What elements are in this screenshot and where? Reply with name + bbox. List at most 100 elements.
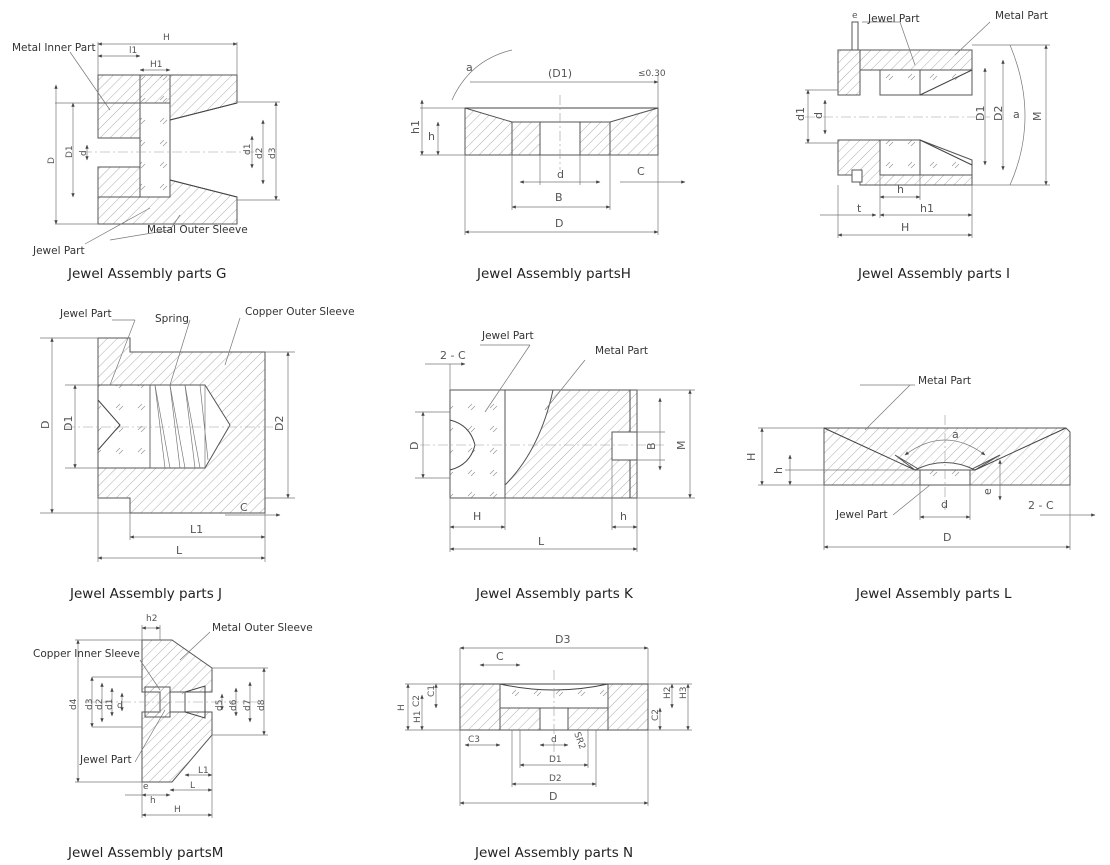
g-inner-part [97, 102, 141, 139]
h-dim-h: h [428, 130, 435, 143]
k-dim-L: L [538, 535, 545, 548]
g-callout-inner: Metal Inner Part [12, 42, 96, 54]
l-dim-D: D [943, 531, 951, 544]
g-inner-part-lower [97, 166, 141, 198]
m-callout-copper: Copper Inner Sleeve [33, 648, 140, 660]
caption-parts-n: Jewel Assembly parts N [475, 845, 634, 861]
h-metal-right [609, 107, 659, 156]
l-dim-H: H [745, 453, 758, 461]
i-metal-left-top [837, 49, 861, 96]
l-dim-a: a [952, 428, 959, 441]
n-dim-H2: H2 [663, 687, 673, 700]
m-dim-d7: d7 [243, 700, 253, 711]
m-dim-d6: d6 [229, 699, 239, 711]
i-callout-metal: Metal Part [995, 10, 1048, 22]
h-dim-D: D [555, 217, 563, 230]
g-dim-H1: H1 [150, 60, 163, 70]
g-dim-d2: d2 [255, 148, 265, 159]
j-callout-spring: Spring [155, 313, 189, 325]
n-dim-C2-right: C2 [651, 709, 661, 721]
k-dim-M: M [675, 441, 688, 451]
i-dim-d: d [812, 112, 825, 119]
l-callout-metal: Metal Part [918, 375, 971, 387]
drawing-n: D3 C C1 C2 H H1 H2 H3 C2 C3 d D1 D2 D SR… [397, 633, 692, 806]
k-dim-C: 2 - C [440, 349, 466, 362]
n-dim-D: D [549, 790, 557, 803]
i-dim-e: e [852, 11, 858, 21]
k-callout-jewel: Jewel Part [481, 330, 534, 342]
g-dim-d3: d3 [268, 148, 278, 159]
i-dim-d1: d1 [794, 107, 807, 121]
h-dim-h1: h1 [409, 120, 422, 134]
i-dim-M: M [1031, 112, 1044, 122]
h-dim-D1: (D1) [548, 67, 572, 80]
i-callout-jewel: Jewel Part [867, 13, 920, 25]
n-dim-SR2: SR2 [571, 731, 586, 751]
k-dim-D: D [408, 442, 421, 450]
k-dim-B: B [645, 442, 658, 450]
i-jewel-cone-bottom [919, 139, 973, 176]
k-jewel-part [449, 389, 506, 499]
g-callout-outer: Metal Outer Sleeve [147, 224, 248, 236]
drawing-k: Jewel Part Metal Part 2 - C D B M H h L [408, 330, 695, 552]
n-dim-C1: C1 [427, 685, 437, 697]
caption-parts-i: Jewel Assembly parts I [858, 266, 1011, 282]
m-callout-outer: Metal Outer Sleeve [212, 622, 313, 634]
l-dim-C: 2 - C [1028, 499, 1054, 512]
n-dim-C2: C2 [412, 695, 422, 707]
m-dim-d4: d4 [69, 698, 79, 710]
m-dim-L: L [190, 781, 195, 791]
j-dim-C: C [240, 501, 248, 514]
n-dim-C: C [496, 650, 504, 663]
g-callout-jewel: Jewel Part [32, 245, 85, 257]
n-dim-H3: H3 [679, 687, 689, 700]
i-dim-a: a [1013, 108, 1020, 121]
drawing-j: Jewel Part Spring Copper Outer Sleeve D … [39, 306, 355, 562]
i-dim-D2: D2 [992, 106, 1005, 121]
drawing-h: (D1) ≤0.30 a h1 h d B C D [409, 49, 686, 235]
k-callout-metal: Metal Part [595, 345, 648, 357]
m-dim-d8: d8 [257, 699, 267, 711]
m-dim-d1: d1 [105, 699, 115, 710]
i-dim-h1: h1 [920, 202, 934, 215]
h-dim-tol: ≤0.30 [638, 69, 666, 79]
n-metal-right [607, 683, 649, 731]
g-dim-l1: l1 [129, 46, 137, 56]
k-dim-H: H [473, 510, 481, 523]
j-callout-copper: Copper Outer Sleeve [245, 306, 355, 318]
k-dim-h: h [620, 510, 627, 523]
drawing-m: Copper Inner Sleeve Metal Outer Sleeve J… [33, 614, 313, 818]
h-metal-left [464, 107, 513, 156]
h-dim-a: a [466, 61, 473, 74]
caption-parts-g: Jewel Assembly parts G [68, 266, 227, 282]
drawing-l: Metal Part Jewel Part a H h d e 2 - C D [745, 375, 1096, 550]
j-callout-jewel: Jewel Part [59, 308, 112, 320]
l-dim-h: h [772, 467, 785, 474]
j-dim-D1: D1 [62, 416, 75, 431]
i-dim-D1: D1 [974, 106, 987, 121]
n-dim-H: H [397, 704, 407, 711]
g-dim-d1: d1 [243, 144, 253, 155]
drawing-i: e Jewel Part Metal Part d1 d D1 D2 a M h… [794, 10, 1050, 238]
g-dim-H: H [163, 33, 170, 43]
m-dim-d2: d2 [95, 699, 105, 710]
caption-parts-m: Jewel Assembly partsM [68, 845, 224, 861]
i-jewel-top [879, 69, 921, 96]
j-dim-L1: L1 [190, 523, 203, 536]
m-callout-jewel: Jewel Part [79, 754, 132, 766]
n-dim-H1: H1 [413, 711, 423, 724]
g-dim-D1: D1 [65, 145, 75, 158]
g-dim-d: d [79, 150, 89, 156]
j-jewel-part [97, 384, 151, 469]
j-copper-sleeve [97, 337, 266, 514]
h-dim-C: C [637, 165, 645, 178]
n-dim-d: d [551, 735, 557, 745]
i-dim-h: h [897, 183, 904, 196]
m-dim-d5: d5 [215, 700, 225, 711]
i-dim-t: t [857, 202, 862, 215]
l-callout-jewel: Jewel Part [835, 509, 888, 521]
m-dim-h: h [150, 796, 156, 806]
m-dim-e: e [143, 782, 149, 792]
h-dim-B: B [555, 191, 563, 204]
